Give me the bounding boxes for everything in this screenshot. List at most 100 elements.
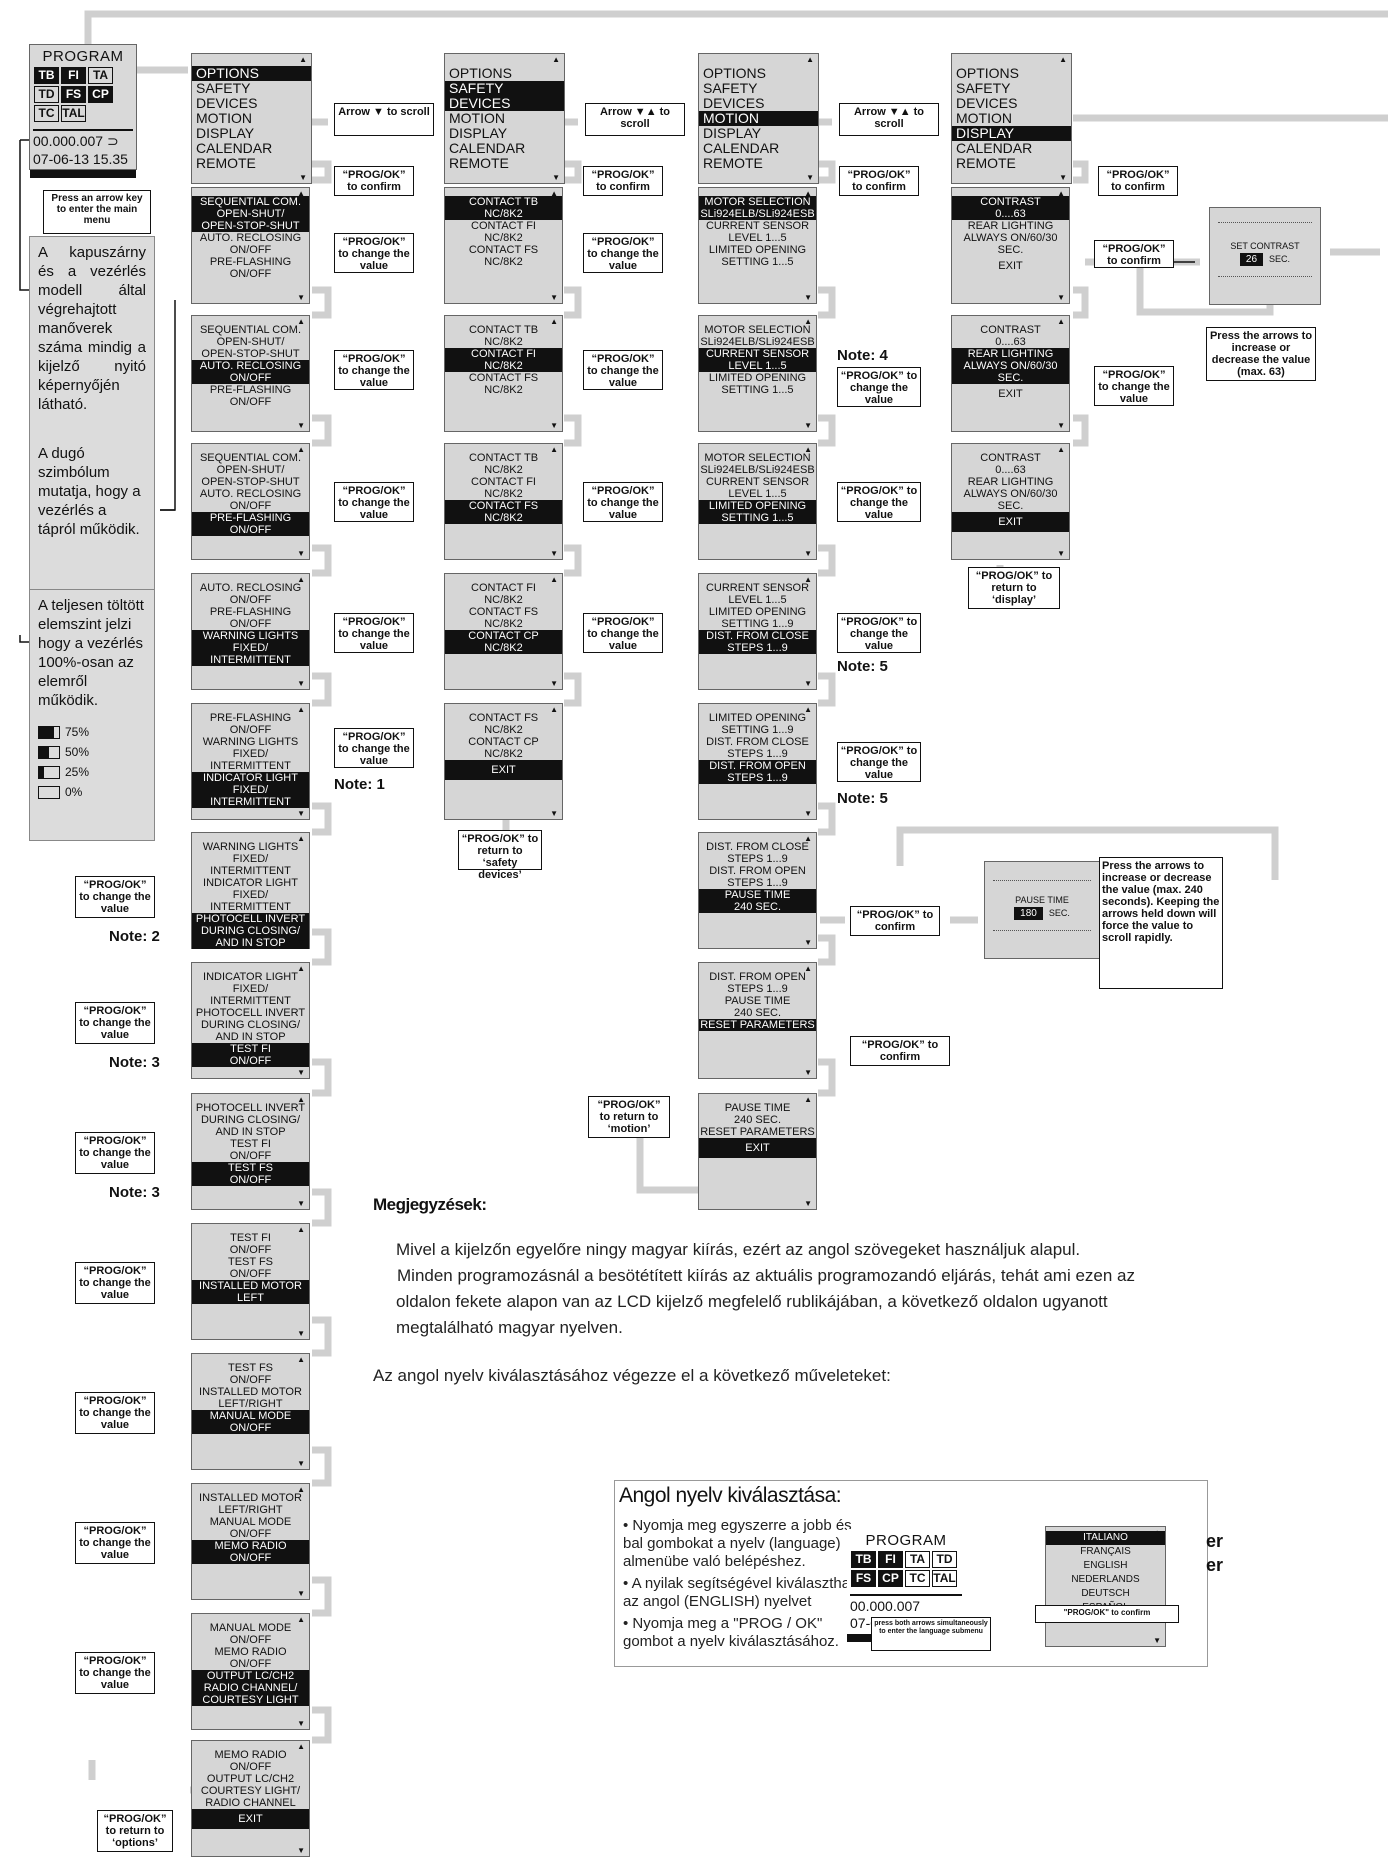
scroll-down-icon[interactable]: ▼	[804, 549, 812, 558]
pause-value[interactable]: 180	[1014, 907, 1043, 920]
scroll-down-icon[interactable]: ▼	[552, 173, 560, 182]
scroll-down-icon[interactable]: ▼	[550, 809, 558, 818]
scroll-down-icon[interactable]: ▼	[297, 293, 305, 302]
scroll-down-icon[interactable]: ▼	[297, 1846, 305, 1855]
scroll-down-icon[interactable]: ▼	[804, 1068, 812, 1077]
scroll-up-icon[interactable]: ▲	[297, 1615, 305, 1624]
scroll-up-icon[interactable]: ▲	[297, 189, 305, 198]
scroll-down-icon[interactable]: ▼	[299, 173, 307, 182]
scroll-up-icon[interactable]: ▲	[297, 1355, 305, 1364]
scroll-down-icon[interactable]: ▼	[1057, 549, 1065, 558]
scroll-up-icon[interactable]: ▲	[804, 964, 812, 973]
scroll-down-icon[interactable]: ▼	[550, 679, 558, 688]
scroll-down-icon[interactable]: ▼	[297, 1719, 305, 1728]
scroll-down-icon[interactable]: ▼	[806, 173, 814, 182]
scroll-down-icon[interactable]: ▼	[1059, 173, 1067, 182]
scroll-up-icon[interactable]: ▲	[297, 1225, 305, 1234]
scroll-down-icon[interactable]: ▼	[297, 1329, 305, 1338]
scroll-down-icon[interactable]: ▼	[804, 679, 812, 688]
scroll-up-icon[interactable]: ▲	[806, 55, 814, 64]
scroll-down-icon[interactable]: ▼	[804, 293, 812, 302]
scroll-up-icon[interactable]: ▲	[299, 55, 307, 64]
scroll-down-icon[interactable]: ▼	[297, 1459, 305, 1468]
scroll-up-icon[interactable]: ▲	[1057, 189, 1065, 198]
scroll-down-icon[interactable]: ▼	[550, 293, 558, 302]
scroll-up-icon[interactable]: ▲	[1059, 55, 1067, 64]
scroll-up-icon[interactable]: ▲	[804, 705, 812, 714]
scroll-up-icon[interactable]: ▲	[297, 705, 305, 714]
scroll-down-icon[interactable]: ▼	[550, 549, 558, 558]
scroll-up-icon[interactable]: ▲	[804, 317, 812, 326]
scroll-up-icon[interactable]: ▲	[550, 705, 558, 714]
scroll-down-icon[interactable]: ▼	[550, 421, 558, 430]
scroll-up-icon[interactable]: ▲	[297, 964, 305, 973]
scroll-up-icon[interactable]: ▲	[550, 189, 558, 198]
scroll-up-icon[interactable]: ▲	[550, 317, 558, 326]
scroll-down-icon[interactable]: ▼	[297, 549, 305, 558]
scroll-up-icon[interactable]: ▲	[804, 189, 812, 198]
scroll-down-icon[interactable]: ▼	[804, 809, 812, 818]
scroll-up-icon[interactable]: ▲	[297, 834, 305, 843]
scroll-up-icon[interactable]: ▲	[804, 1095, 812, 1104]
scroll-down-icon[interactable]: ▼	[297, 679, 305, 688]
scroll-down-icon[interactable]: ▼	[804, 938, 812, 947]
scroll-up-icon[interactable]: ▲	[552, 55, 560, 64]
scroll-down-icon[interactable]: ▼	[1057, 293, 1065, 302]
scroll-up-icon[interactable]: ▲	[297, 575, 305, 584]
scroll-up-icon[interactable]: ▲	[297, 1485, 305, 1494]
scroll-up-icon[interactable]: ▲	[1057, 445, 1065, 454]
scroll-down-icon[interactable]: ▼	[804, 421, 812, 430]
scroll-down-icon[interactable]: ▼	[297, 1199, 305, 1208]
scroll-down-icon[interactable]: ▼	[297, 809, 305, 818]
scroll-down-icon[interactable]: ▼	[297, 1589, 305, 1598]
scroll-up-icon[interactable]: ▲	[550, 575, 558, 584]
contrast-value[interactable]: 26	[1239, 253, 1264, 266]
scroll-down-icon[interactable]: ▼	[297, 1068, 305, 1077]
scroll-down-icon[interactable]: ▼	[1057, 421, 1065, 430]
scroll-up-icon[interactable]: ▲	[1057, 317, 1065, 326]
scroll-down-icon[interactable]: ▼	[804, 1199, 812, 1208]
scroll-up-icon[interactable]: ▲	[297, 317, 305, 326]
scroll-down-icon[interactable]: ▼	[1153, 1636, 1161, 1645]
scroll-up-icon[interactable]: ▲	[297, 1742, 305, 1751]
scroll-up-icon[interactable]: ▲	[804, 445, 812, 454]
scroll-up-icon[interactable]: ▲	[297, 1095, 305, 1104]
scroll-up-icon[interactable]: ▲	[550, 445, 558, 454]
